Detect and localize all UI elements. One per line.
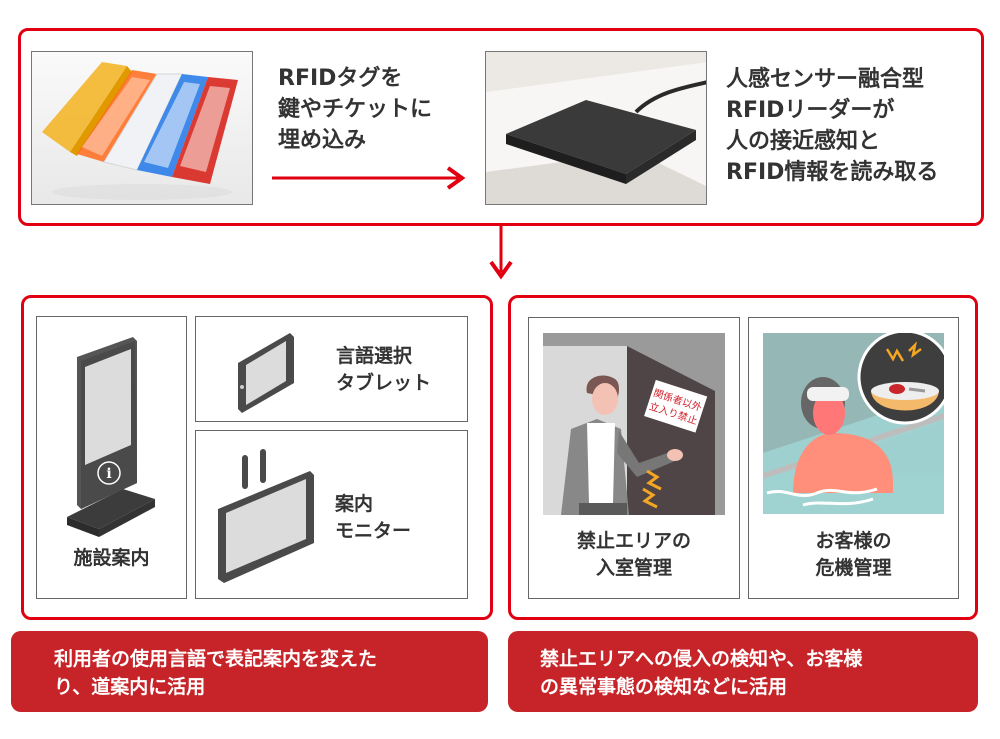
panel-facility-guide: i 施設案内 [36,316,187,599]
rfid-reader-text-line: 人の接近感知と [726,129,881,154]
panel-label-line: タブレット [336,372,432,394]
panel-label-line: 言語選択 [336,345,413,367]
panel-language-tablet: 言語選択 タブレット [195,316,468,422]
panel-label-line: お客様の [815,530,892,552]
rfid-reader-text-line: RFID情報を読み取る [726,160,939,185]
down-arrow-icon [489,224,513,280]
bath-emergency-illustration [763,333,944,514]
tablet-icon [238,333,294,413]
monitor-icon [218,449,314,583]
panel-label: 施設案内 [37,545,186,572]
rfid-tags-photo [31,51,253,205]
rfid-reader-photo [485,51,707,205]
panel-label-line: 施設案内 [73,547,150,569]
panel-label-line: 禁止エリアの [576,530,691,552]
caption-line: 禁止エリアへの侵入の検知や、お客様 [540,648,863,670]
caption-line: の異常事態の検知などに活用 [540,676,788,698]
caption-line: り、道案内に活用 [54,676,206,698]
right-arrow-icon [272,166,466,190]
panel-label-line: 入室管理 [595,557,672,579]
rfid-reader-text-line: RFIDリーダーが [726,98,895,123]
caption-line: 利用者の使用言語で表記案内を変えた [54,648,378,670]
info-kiosk-icon: i [67,337,155,537]
security-usage-caption: 禁止エリアへの侵入の検知や、お客様 の異常事態の検知などに活用 [508,631,978,712]
rfid-reader-description: 人感センサー融合型 RFIDリーダーが 人の接近感知と RFID情報を読み取る [726,64,938,188]
panel-label: 言語選択 タブレット [336,343,431,397]
rfid-tag-text-line: RFIDタグを [278,66,403,91]
panel-restricted-area: 関係者以外 立入り禁止 禁止エリアの 入室管理 [528,317,740,599]
panel-guide-monitor: 案内 モニター [195,430,468,599]
rfid-tag-description: RFIDタグを 鍵やチケットに 埋め込み [278,63,432,156]
svg-text:i: i [106,466,111,482]
rfid-tag-text-line: 鍵やチケットに [278,97,433,122]
restricted-area-illustration: 関係者以外 立入り禁止 [543,333,725,515]
panel-label-line: モニター [335,520,412,542]
panel-label-line: 危機管理 [815,557,892,579]
signage-usage-caption: 利用者の使用言語で表記案内を変えた り、道案内に活用 [11,631,488,712]
panel-label: お客様の 危機管理 [749,528,958,582]
panel-guest-emergency: お客様の 危機管理 [748,317,959,599]
panel-label: 案内 モニター [335,491,411,545]
rfid-tag-text-line: 埋め込み [278,128,367,153]
panel-label-line: 案内 [335,493,374,515]
panel-label: 禁止エリアの 入室管理 [529,528,739,582]
rfid-reader-text-line: 人感センサー融合型 [726,67,925,92]
